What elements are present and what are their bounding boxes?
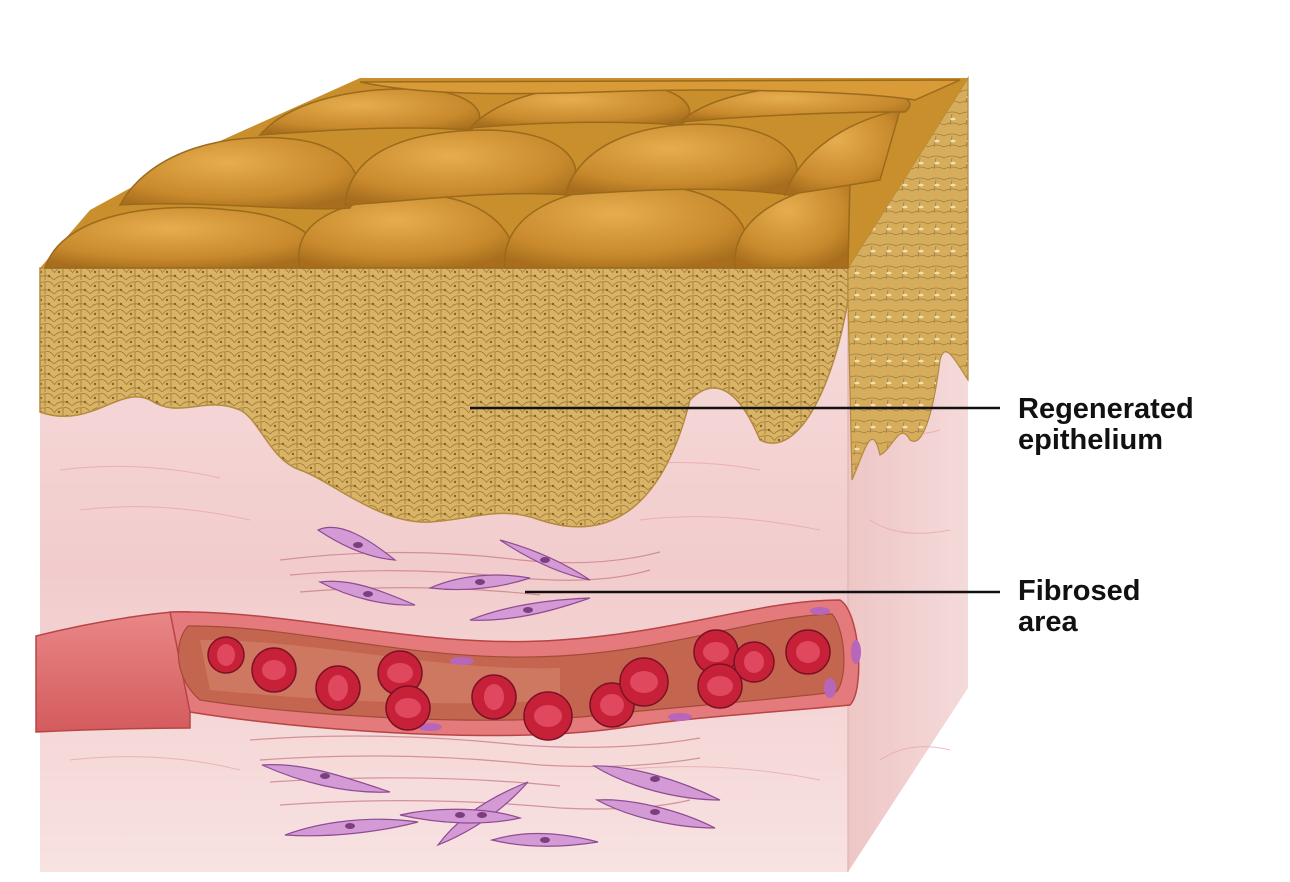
surface-bumps xyxy=(43,79,961,269)
regenerated-epithelium-label: Regenerated epithelium xyxy=(1018,394,1194,456)
epithelium-side xyxy=(847,75,969,481)
fibrosed-area-label-line2: area xyxy=(1018,606,1078,638)
red-blood-cells xyxy=(207,629,831,741)
fibrosed-area-label: Fibrosed area xyxy=(1018,576,1140,638)
epithelium-front xyxy=(39,267,849,528)
regenerated-epithelium-label-line1: Regenerated xyxy=(1018,393,1194,425)
regenerated-epithelium-label-line2: epithelium xyxy=(1018,424,1164,456)
fibrosed-area-label-line1: Fibrosed xyxy=(1018,575,1141,607)
